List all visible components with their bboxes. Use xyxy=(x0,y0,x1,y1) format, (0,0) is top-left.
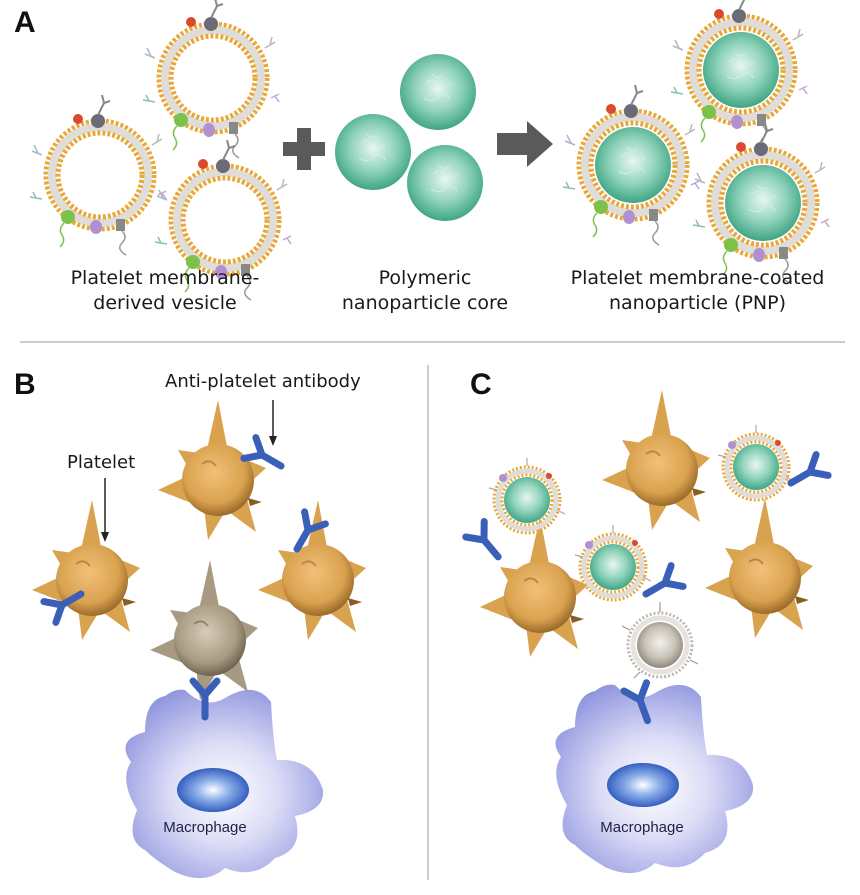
antibody-icon xyxy=(785,455,828,494)
nanoparticle-core xyxy=(334,113,412,191)
caption-vesicle: Platelet membrane- derived vesicle xyxy=(40,266,290,316)
membrane-vesicle xyxy=(30,95,166,255)
platelet-label: Platelet xyxy=(67,452,136,473)
panel-letter-b: B xyxy=(14,368,36,401)
pnp-group xyxy=(563,0,829,283)
panel-letter-a: A xyxy=(14,6,36,39)
antibody-icon xyxy=(466,522,508,565)
caption-line: Platelet membrane-coated xyxy=(570,267,825,289)
membrane-vesicle xyxy=(143,0,279,158)
platelet-nanoparticle xyxy=(718,425,794,500)
caption-line: Platelet membrane- xyxy=(70,267,260,289)
caption-line: Polymeric xyxy=(378,267,472,289)
antibody-label: Anti-platelet antibody xyxy=(165,371,361,392)
platelet xyxy=(31,499,141,641)
platelet xyxy=(479,516,589,658)
caption-pnp: Platelet membrane-coated nanoparticle (P… xyxy=(545,266,850,316)
right-arrow-icon xyxy=(497,121,553,167)
platelet xyxy=(704,497,814,639)
panel-letter-c: C xyxy=(470,368,492,401)
plus-icon xyxy=(283,128,325,170)
vesicle-group xyxy=(30,0,291,300)
macrophage-label: Macrophage xyxy=(163,819,246,836)
macrophage-label: Macrophage xyxy=(600,819,683,836)
platelet xyxy=(601,389,711,531)
platelet-nanoparticle xyxy=(575,525,651,600)
macrophage xyxy=(555,684,754,874)
platelet-nanoparticle xyxy=(693,123,829,283)
macrophage xyxy=(125,689,324,879)
caption-line: derived vesicle xyxy=(93,292,237,314)
nanoparticle-core xyxy=(399,53,477,131)
caption-line: nanoparticle core xyxy=(341,292,509,314)
platelet-nanoparticle xyxy=(489,458,565,533)
platelet xyxy=(157,399,267,541)
caption-core: Polymeric nanoparticle core xyxy=(315,266,535,316)
nanoparticle-core xyxy=(406,144,484,222)
platelet-nanoparticle xyxy=(563,85,699,245)
opsonized-nanoparticle xyxy=(621,602,699,679)
panel-b: Macrophage xyxy=(31,399,367,879)
core-group xyxy=(334,53,484,222)
targeted-platelet xyxy=(149,559,259,701)
platelet xyxy=(257,499,367,641)
caption-line: nanoparticle (PNP) xyxy=(608,292,786,314)
panel-c: Macrophage xyxy=(466,389,828,874)
panel-a xyxy=(30,0,829,300)
